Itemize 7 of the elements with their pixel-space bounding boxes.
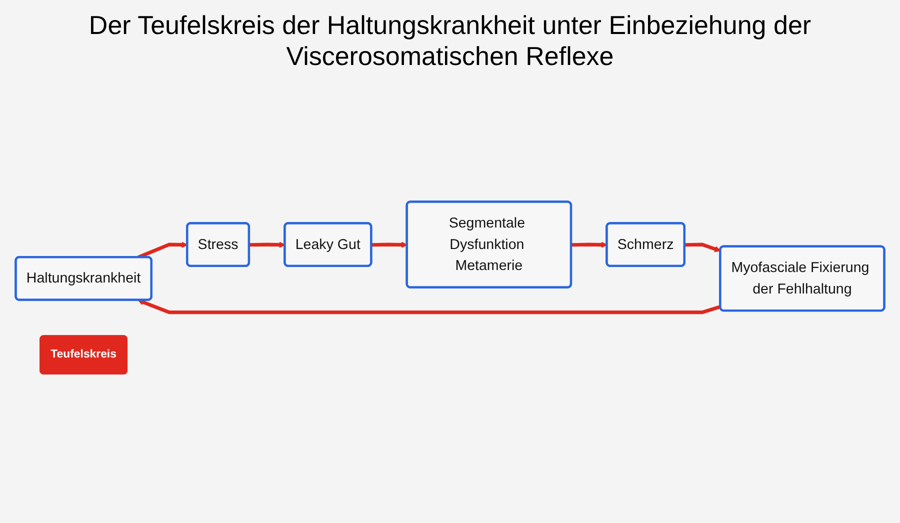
arrow bbox=[371, 242, 408, 248]
arrow bbox=[571, 242, 608, 248]
flowchart-diagram: Haltungskrankheit Myofasciale Fixierung der Fehlhaltung Schmerz Teufelskreis Stress Leaky Gut Segmentale Dysfunktion Metamerie bbox=[10, 196, 890, 380]
arrow bbox=[249, 242, 286, 248]
arrow bbox=[684, 243, 721, 252]
arrow bbox=[138, 300, 721, 315]
title: Der Teufelskreis der Haltungskrankheit unter Einbeziehung der Viscerosomatischen Reflexe bbox=[88, 10, 812, 72]
